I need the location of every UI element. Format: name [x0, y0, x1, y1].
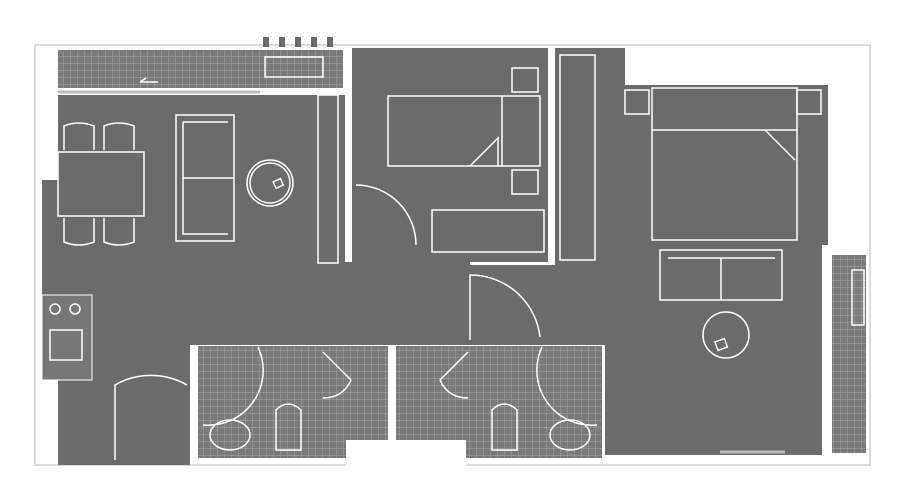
bedroom-2-door[interactable] — [355, 184, 417, 246]
bathroom-1-door — [322, 351, 352, 399]
washbasin-icon — [549, 419, 591, 451]
dining-table — [57, 122, 145, 246]
washbasin-icon — [209, 419, 251, 451]
master-sofa — [659, 249, 783, 301]
master-door[interactable] — [469, 274, 541, 340]
master-bedroom — [470, 48, 828, 455]
shower-screen — [536, 346, 598, 426]
bathroom-2-door — [439, 351, 469, 399]
wardrobe-2 — [431, 209, 545, 253]
entry-notch — [346, 440, 466, 470]
ac-unit-icon — [264, 56, 324, 78]
entrance-door[interactable] — [114, 374, 188, 460]
shower-screen — [202, 346, 264, 426]
living-room — [42, 95, 470, 465]
railing-posts-icon — [263, 37, 333, 47]
kitchen-sink-icon — [49, 329, 83, 361]
master-round-table — [702, 311, 750, 359]
cabinet — [317, 94, 339, 264]
bed-2 — [387, 67, 541, 195]
kitchen-counter — [41, 294, 93, 381]
master-wardrobe — [829, 87, 861, 239]
toilet-icon — [491, 403, 518, 451]
walk-in-wardrobe — [555, 48, 600, 262]
toilet-icon — [275, 403, 302, 451]
sofa — [175, 114, 235, 242]
round-coffee-table — [246, 159, 294, 207]
bathroom-partition — [388, 346, 396, 458]
top-balcony — [58, 37, 343, 94]
right-balcony — [832, 255, 866, 453]
arrow-icon — [139, 77, 158, 83]
bedroom-2 — [352, 48, 548, 262]
ac-unit-right-icon — [851, 269, 865, 326]
bathroom-1 — [198, 346, 388, 458]
wardrobe-rack — [559, 54, 596, 261]
bathroom-2 — [396, 346, 602, 458]
master-bed — [624, 87, 822, 241]
